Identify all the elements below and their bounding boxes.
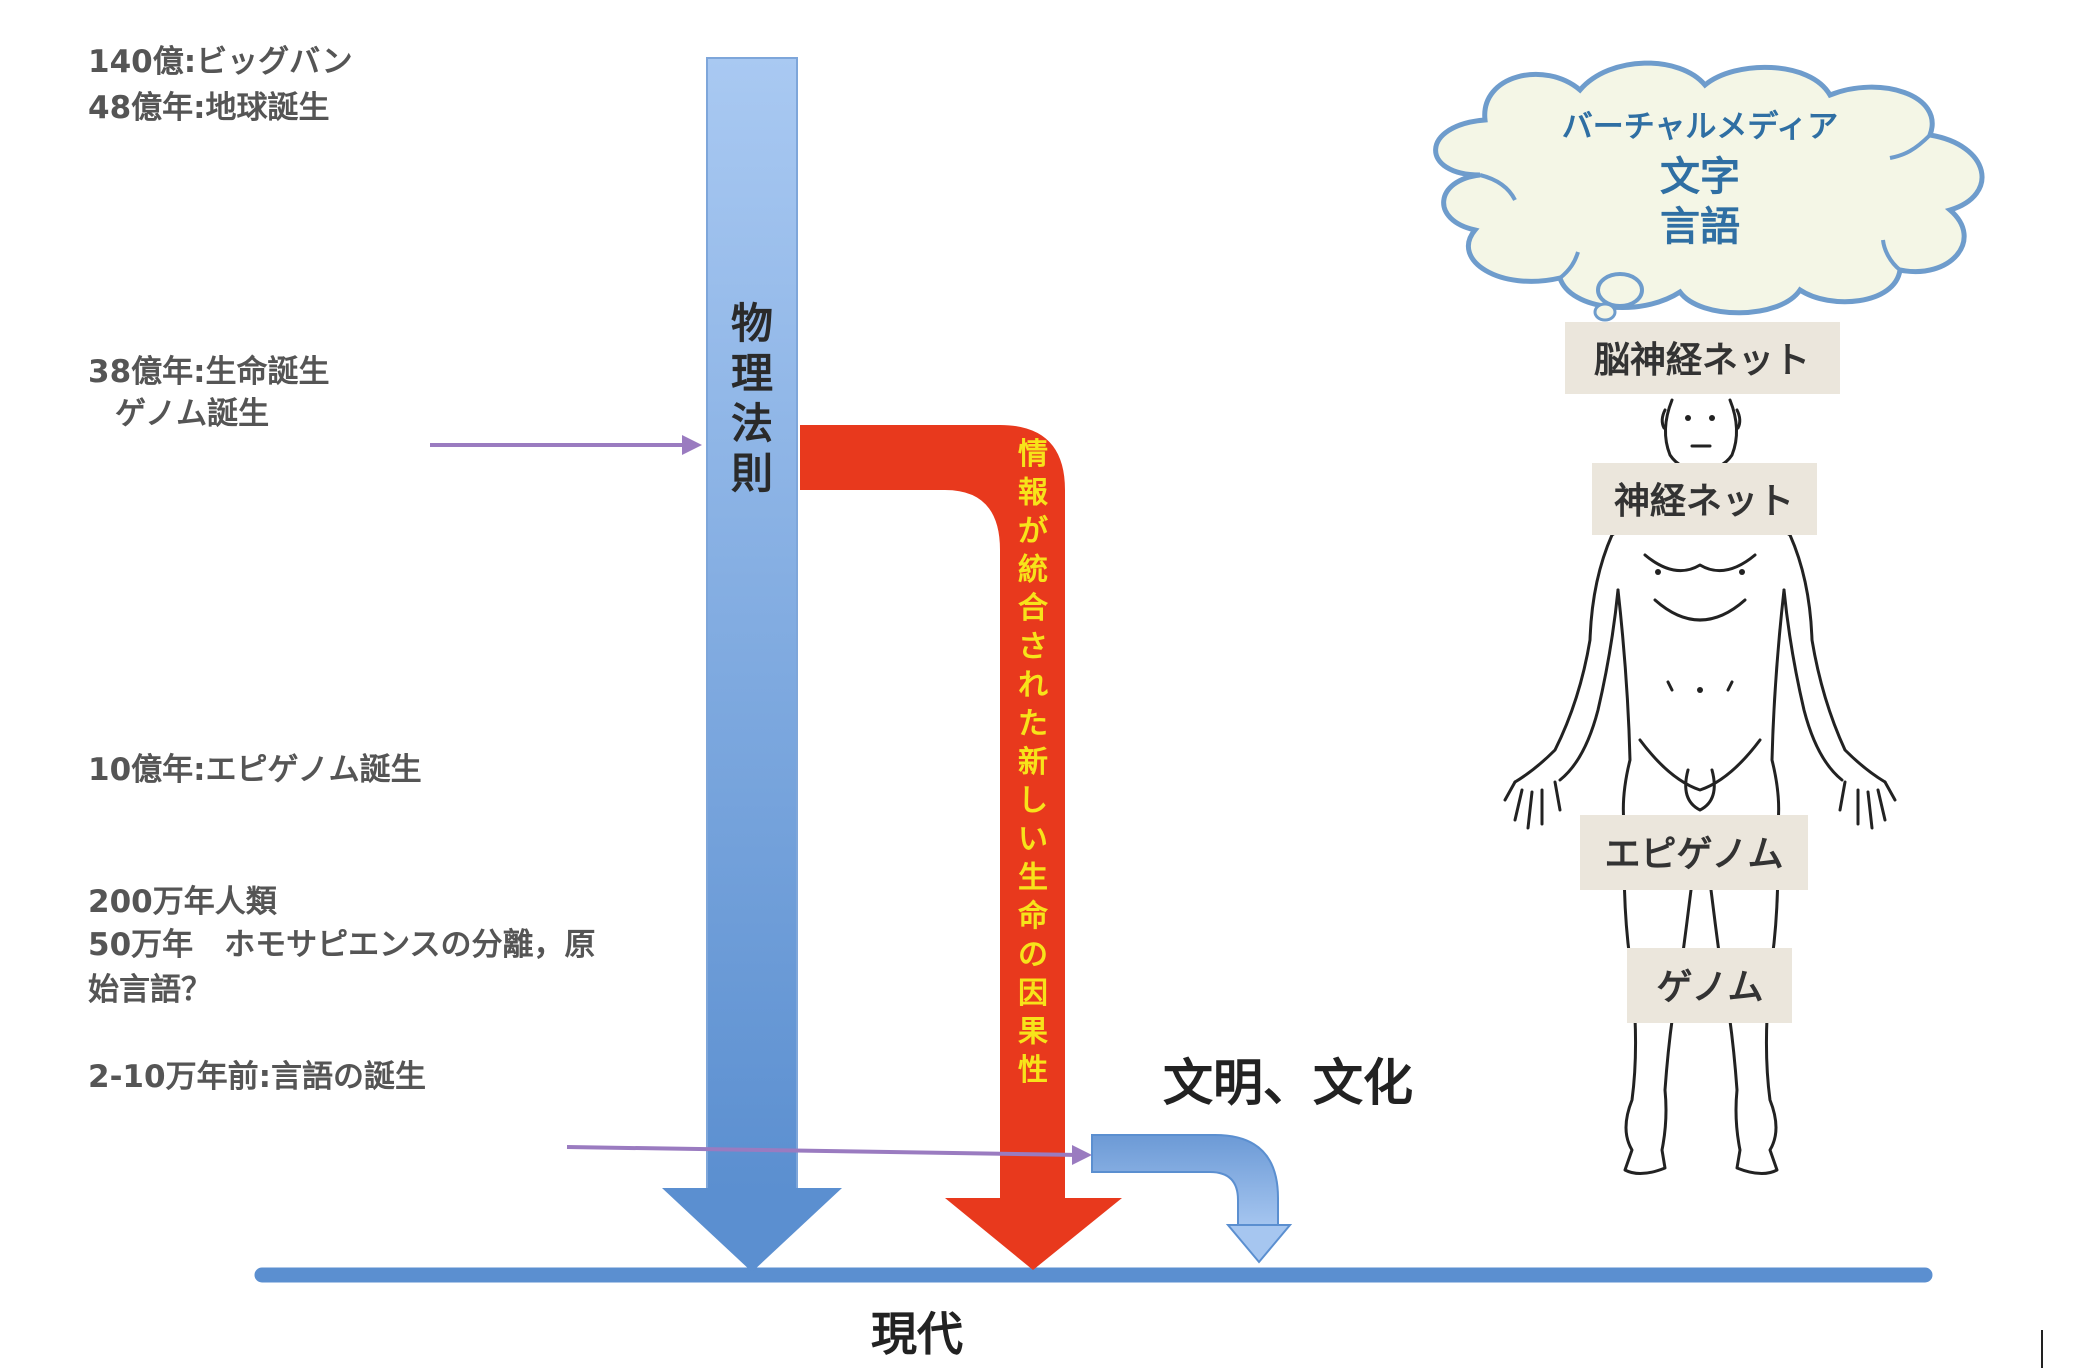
present-label: 現代 [871,1307,963,1361]
physics-law-label-char: 則 [731,449,773,498]
timeline-big-bang: 140億:ビッグバン [88,44,353,80]
information-causality-label-char: 報 [1018,476,1049,511]
information-causality-label-char: た [1018,707,1048,742]
thought-cloud [1433,60,1985,322]
cloud-virtual-media: バーチャルメディア [1562,109,1839,145]
information-causality-label-char: が [1018,514,1048,549]
physics-law-label-char: 理 [731,349,773,398]
brain-net-label: 脳神経ネット [1594,340,1810,381]
physics-law-arrow [662,57,842,1272]
timeline-language-birth: 2-10万年前:言語の誕生 [88,1059,426,1095]
information-causality-label-char: 情 [1018,437,1048,472]
information-causality-label-char: さ [1018,630,1048,665]
information-causality-label-char: 命 [1018,899,1049,934]
genome-box: ゲノム [1627,948,1792,1023]
physics-law-label-char: 法 [731,399,773,448]
timeline-homo-sapiens: 50万年 ホモサピエンスの分離，原 [88,927,596,963]
timeline-genome-birth: ゲノム誕生 [115,396,269,432]
physics-law-label-char: 物 [731,299,773,348]
nerve-net-label: 神経ネット [1614,481,1794,522]
information-causality-arrow [800,425,1122,1270]
civilization-arrow [1091,1134,1293,1264]
timeline-epigenome-birth: 10億年:エピゲノム誕生 [88,752,422,788]
epigenome-box: エピゲノム [1580,815,1808,890]
genome-label: ゲノム [1657,967,1764,1008]
information-causality-label-char: し [1018,784,1048,819]
brain-net-box: 脳神経ネット [1565,322,1840,394]
information-causality-label-char: い [1018,822,1048,857]
cloud-language: 言語 [1660,204,1740,250]
pointer-arrow-life [430,435,702,455]
information-causality-label-char: 因 [1018,976,1048,1011]
information-causality-label-char: 性 [1018,1053,1048,1088]
nerve-net-box: 神経ネット [1592,463,1817,535]
information-causality-label-char: 統 [1018,553,1048,588]
cloud-letters: 文字 [1660,154,1740,200]
epigenome-label: エピゲノム [1605,834,1784,875]
timeline-texts: 140億:ビッグバン 48億年:地球誕生 38億年:生命誕生 ゲノム誕生 10億… [88,44,596,1095]
information-causality-label-char: 生 [1018,861,1048,896]
information-causality-label-char: 合 [1018,591,1048,626]
timeline-proto-language: 始言語？ [88,972,212,1008]
information-causality-label-char: 新 [1018,745,1048,780]
timeline-earth-birth: 48億年:地球誕生 [88,90,330,126]
timeline-life-birth: 38億年:生命誕生 [88,354,330,390]
civilization-label: 文明、文化 [1163,1054,1413,1112]
information-causality-label-char: の [1018,938,1048,973]
timeline-humans: 200万年人類 [88,884,278,920]
pointer-arrow-language [566,1145,1092,1165]
information-causality-label-char: 果 [1018,1015,1048,1050]
information-causality-label-char: れ [1018,668,1048,703]
